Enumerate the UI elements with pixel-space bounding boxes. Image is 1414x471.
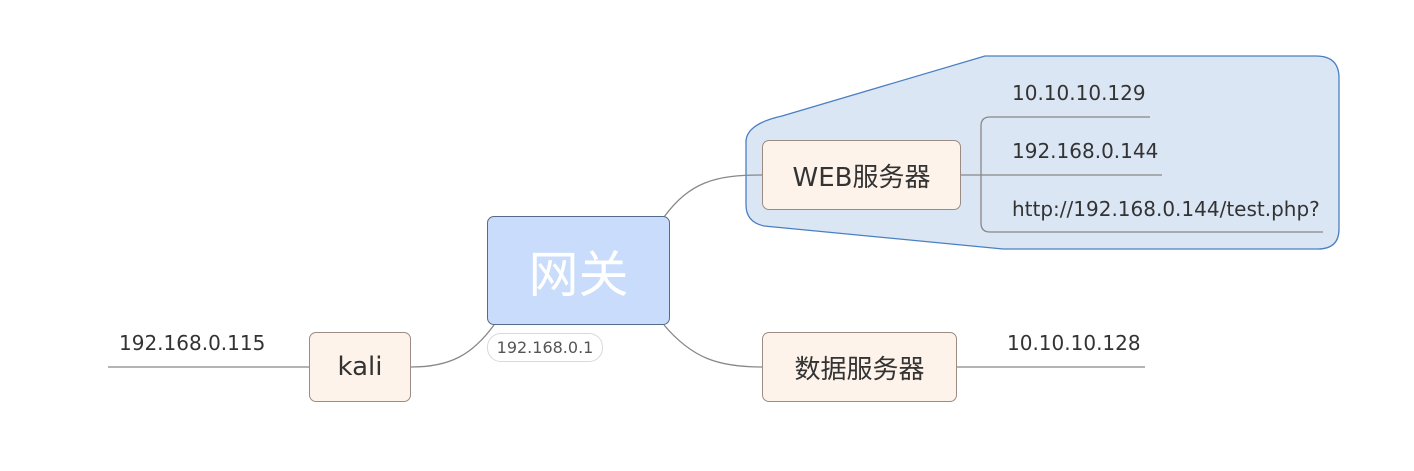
web-detail-2[interactable]: 192.168.0.144 [1012,139,1159,163]
central-topic-gateway[interactable]: 网关 [487,216,670,325]
kali-detail-1[interactable]: 192.168.0.115 [119,331,266,355]
connector-central-db [663,324,763,368]
topic-database-server[interactable]: 数据服务器 [762,332,957,402]
web-detail-1[interactable]: 10.10.10.129 [1012,81,1146,105]
web-detail-3[interactable]: http://192.168.0.144/test.php? [1012,197,1320,221]
topic-web-server[interactable]: WEB服务器 [762,140,961,210]
connector-central-kali [410,324,495,368]
topic-kali[interactable]: kali [309,332,411,402]
connector-central-web [663,174,763,218]
central-topic-label: 192.168.0.1 [487,333,603,362]
db-detail-1[interactable]: 10.10.10.128 [1007,331,1141,355]
